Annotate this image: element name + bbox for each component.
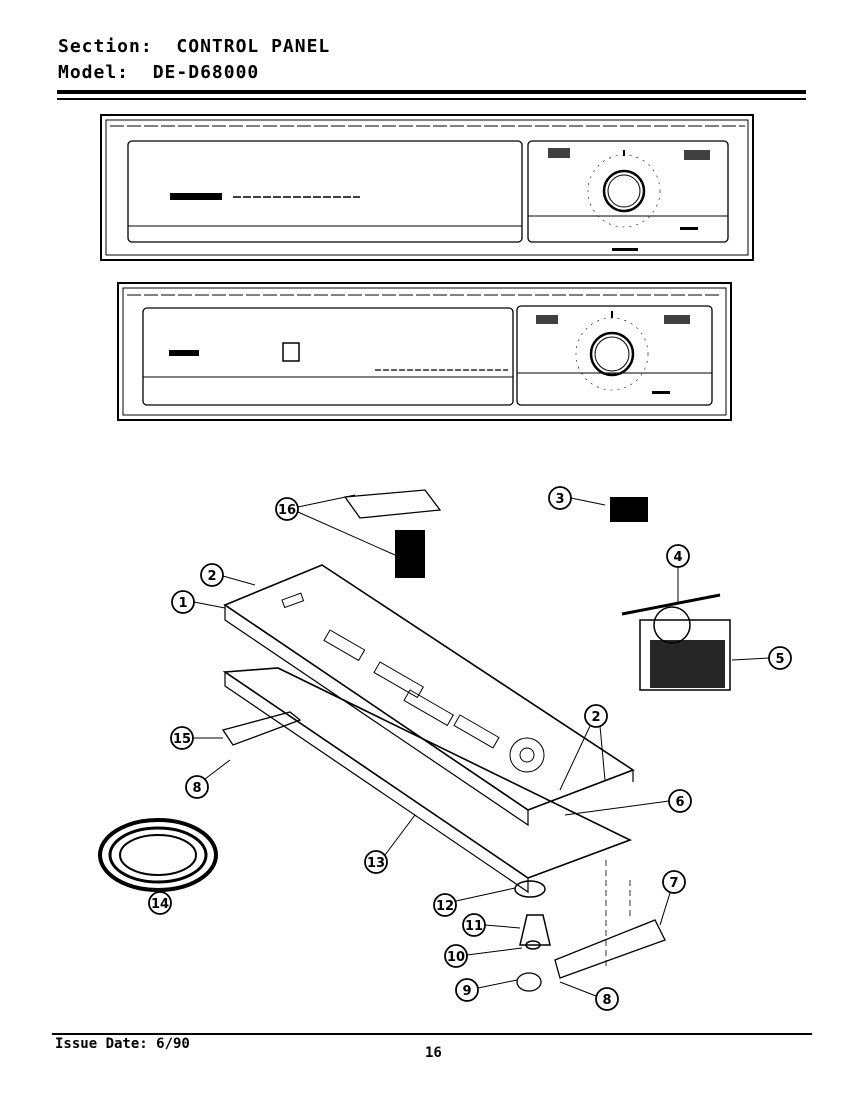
svg-text:16: 16 [278,503,296,518]
header-rule-thick [57,90,806,94]
svg-text:2: 2 [591,710,600,725]
callout-8b: 8 [185,759,231,799]
svg-text:1: 1 [178,596,187,611]
page-number: 16 [425,1045,442,1061]
callout-11: 11 [462,913,521,937]
control-panel-front-view-2 [117,282,732,421]
maytag-logo [170,193,222,200]
issue-date: Issue Date: 6/90 [55,1036,190,1052]
timer-dial-2 [589,331,635,377]
callout-6: 6 [564,789,692,816]
svg-text:8: 8 [602,993,611,1008]
section-label: Section: [58,36,153,57]
callout-8a: 8 [559,981,619,1011]
callout-4: 4 [666,544,690,603]
svg-text:11: 11 [465,919,483,934]
svg-text:5: 5 [775,652,784,667]
control-panel-front-view-1 [100,114,754,261]
header-rule-thin [57,98,806,100]
svg-text:8: 8 [192,781,201,796]
maytag-logo-2 [169,350,199,356]
callout-15: 15 [170,726,223,750]
callout-10: 10 [444,944,523,968]
callout-2a: 2 [200,563,256,587]
svg-text:10: 10 [447,950,465,965]
svg-text:7: 7 [669,876,678,891]
svg-text:3: 3 [555,492,564,507]
callout-9: 9 [455,978,518,1002]
model-heading: Model: DE-D68000 [58,62,259,83]
svg-text:4: 4 [673,550,682,565]
svg-text:2: 2 [207,569,216,584]
section-heading: Section: CONTROL PANEL [58,36,330,57]
section-value: CONTROL PANEL [176,36,331,57]
svg-text:12: 12 [436,899,454,914]
svg-text:6: 6 [675,795,684,810]
start-button [282,342,300,362]
callout-12: 12 [433,887,516,917]
footer-rule [52,1033,812,1035]
model-value: DE-D68000 [152,62,260,83]
svg-text:13: 13 [367,856,385,871]
callout-1: 1 [171,590,226,614]
svg-text:15: 15 [173,732,191,747]
callout-13: 13 [364,814,416,874]
callout-2b: 2 [559,704,608,791]
part-callouts: 1 2 3 4 5 2 6 7 8 9 10 11 12 13 14 15 8 … [148,486,792,1011]
callout-14: 14 [148,891,172,915]
svg-text:9: 9 [462,984,471,999]
exploded-view [98,489,731,992]
model-label: Model: [58,62,130,83]
callout-5: 5 [731,646,792,670]
callout-7: 7 [659,870,686,926]
callout-16: 16 [275,494,396,556]
timer-dial [602,169,646,213]
svg-text:14: 14 [151,897,169,912]
callout-3: 3 [548,486,606,510]
